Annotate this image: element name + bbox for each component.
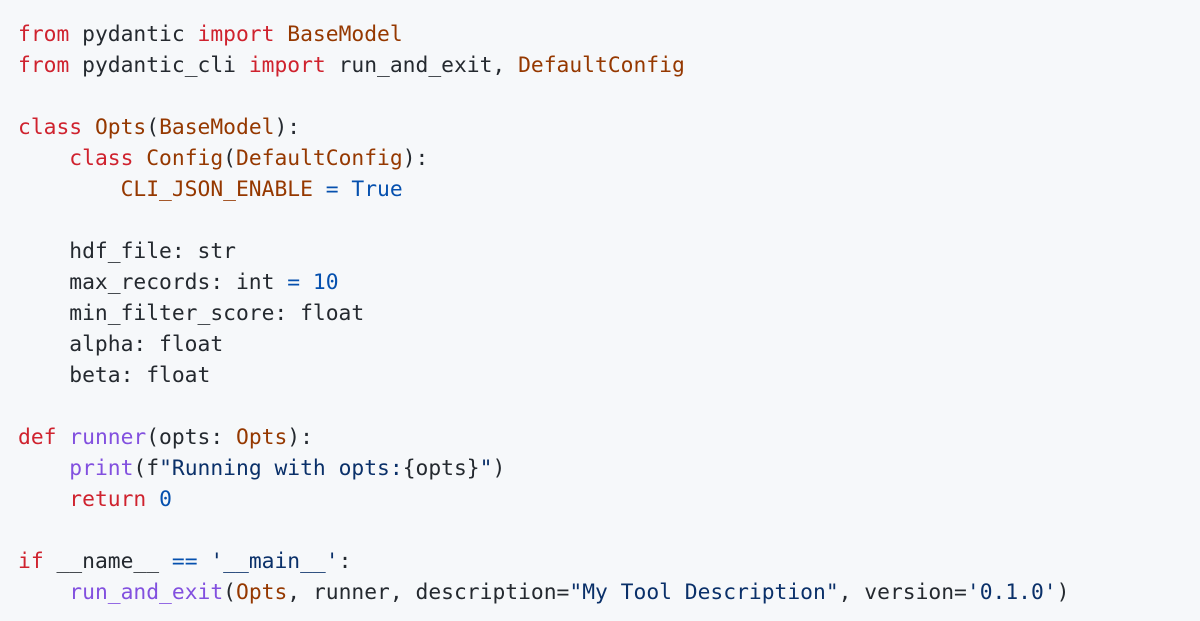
- code-line: return 0: [18, 484, 1200, 515]
- plain-token: [274, 22, 287, 47]
- keyword-token: def: [18, 425, 57, 450]
- plain-token: , version=: [838, 580, 967, 605]
- code-line: class Opts(BaseModel):: [18, 112, 1200, 143]
- plain-token: ):: [402, 146, 429, 171]
- plain-token: pydantic: [69, 22, 198, 47]
- plain-token: (: [223, 580, 236, 605]
- plain-token: hdf_file: str: [18, 239, 236, 264]
- class-name-token: BaseModel: [287, 22, 403, 47]
- keyword-token: from: [18, 53, 70, 78]
- plain-token: [300, 270, 313, 295]
- plain-token: :: [338, 549, 352, 574]
- plain-token: [18, 580, 69, 605]
- class-name-token: Opts: [94, 115, 147, 140]
- string-token: ": [479, 456, 493, 481]
- code-line: print(f"Running with opts:{opts}"): [18, 453, 1200, 484]
- plain-token: [198, 549, 211, 574]
- code-line: min_filter_score: float: [18, 298, 1200, 329]
- plain-token: [146, 487, 159, 512]
- code-line: run_and_exit(Opts, runner, description="…: [18, 577, 1200, 608]
- plain-token: ): [1056, 580, 1070, 605]
- plain-token: pydantic_cli: [69, 53, 249, 78]
- class-name-token: Opts: [236, 425, 288, 450]
- string-token: '0.1.0': [966, 580, 1057, 605]
- class-name-token: DefaultConfig: [518, 53, 685, 78]
- plain-token: [56, 425, 69, 450]
- plain-token: [18, 146, 69, 171]
- constant-token: 10: [312, 270, 339, 295]
- plain-token: [133, 146, 146, 171]
- code-line: from pydantic import BaseModel: [18, 19, 1200, 50]
- plain-token: [313, 177, 326, 202]
- code-line: hdf_file: str: [18, 236, 1200, 267]
- plain-token: [18, 487, 69, 512]
- plain-token: [82, 115, 95, 140]
- plain-token: ):: [287, 425, 313, 450]
- plain-token: [18, 456, 69, 481]
- string-token: "Running with opts:: [159, 456, 403, 481]
- code-line: alpha: float: [18, 329, 1200, 360]
- plain-token: beta: float: [18, 363, 211, 388]
- constant-token: ==: [171, 549, 198, 574]
- class-name-token: DefaultConfig: [236, 146, 403, 171]
- plain-token: run_and_exit,: [325, 53, 519, 78]
- constant-token: =: [325, 177, 339, 202]
- keyword-token: import: [248, 53, 326, 78]
- plain-token: [339, 177, 352, 202]
- class-name-token: CLI_JSON_ENABLE: [120, 177, 313, 202]
- plain-token: alpha: float: [18, 332, 224, 357]
- plain-token: {opts}: [402, 456, 480, 481]
- string-token: '__main__': [210, 549, 339, 574]
- code-line: max_records: int = 10: [18, 267, 1200, 298]
- plain-token: min_filter_score: float: [18, 301, 365, 326]
- class-name-token: BaseModel: [159, 115, 275, 140]
- keyword-token: class: [69, 146, 134, 171]
- plain-token: (f: [133, 456, 160, 481]
- keyword-token: class: [18, 115, 83, 140]
- class-name-token: Config: [146, 146, 224, 171]
- constant-token: 0: [159, 487, 172, 512]
- function-token: run_and_exit: [69, 580, 224, 605]
- plain-token: , runner, description=: [287, 580, 570, 605]
- plain-token: (: [223, 146, 236, 171]
- code-line: if __name__ == '__main__':: [18, 546, 1200, 577]
- code-line: from pydantic_cli import run_and_exit, D…: [18, 50, 1200, 81]
- code-line: [18, 391, 1200, 422]
- string-token: "My Tool Description": [569, 580, 839, 605]
- constant-token: True: [351, 177, 403, 202]
- keyword-token: if: [18, 549, 44, 574]
- plain-token: [18, 177, 121, 202]
- code-line: [18, 515, 1200, 546]
- keyword-token: from: [18, 22, 70, 47]
- code-line: [18, 81, 1200, 112]
- keyword-token: import: [197, 22, 275, 47]
- function-token: runner: [69, 425, 147, 450]
- code-line: [18, 205, 1200, 236]
- plain-token: ):: [274, 115, 301, 140]
- plain-token: (opts:: [146, 425, 236, 450]
- class-name-token: Opts: [236, 580, 288, 605]
- plain-token: __name__: [43, 549, 172, 574]
- code-line: def runner(opts: Opts):: [18, 422, 1200, 453]
- code-line: CLI_JSON_ENABLE = True: [18, 174, 1200, 205]
- plain-token: ): [492, 456, 506, 481]
- function-token: print: [69, 456, 134, 481]
- code-line: beta: float: [18, 360, 1200, 391]
- constant-token: =: [287, 270, 301, 295]
- plain-token: (: [146, 115, 160, 140]
- plain-token: max_records: int: [18, 270, 288, 295]
- code-line: class Config(DefaultConfig):: [18, 143, 1200, 174]
- keyword-token: return: [69, 487, 147, 512]
